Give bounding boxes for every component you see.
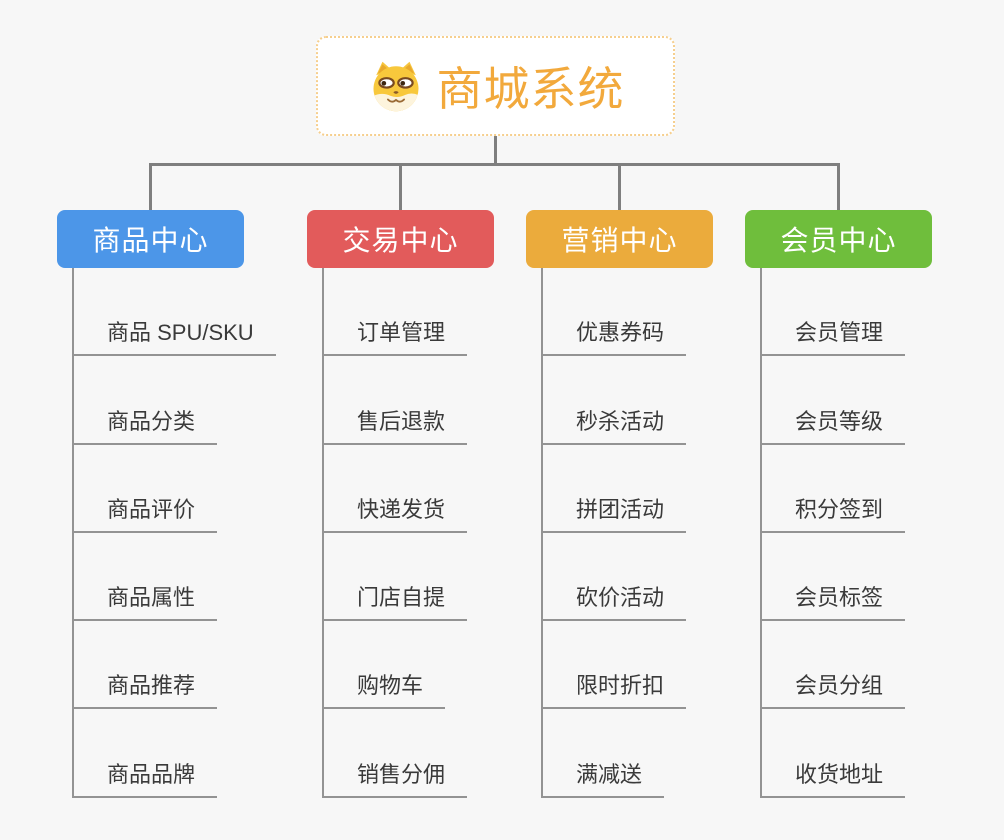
child-node[interactable]: 门店自提 <box>324 533 468 622</box>
child-node[interactable]: 会员标签 <box>762 533 906 622</box>
child-node[interactable]: 商品属性 <box>74 533 218 622</box>
child-node[interactable]: 售后退款 <box>324 356 468 445</box>
branch-trade: 交易中心 订单管理 售后退款 快递发货 门店自提 购物车 销售分佣 <box>307 210 494 798</box>
child-node[interactable]: 优惠券码 <box>543 268 687 357</box>
branch-label: 商品中心 <box>92 225 209 256</box>
child-node[interactable]: 商品推荐 <box>74 621 218 710</box>
child-node[interactable]: 会员管理 <box>762 268 906 357</box>
branch-children-products: 商品 SPU/SKU 商品分类 商品评价 商品属性 商品推荐 商品品牌 <box>72 268 276 798</box>
connector-drop-member <box>837 163 840 210</box>
child-node[interactable]: 购物车 <box>324 621 446 710</box>
connector-root-trunk <box>494 135 497 164</box>
child-node[interactable]: 订单管理 <box>324 268 468 357</box>
child-node[interactable]: 会员分组 <box>762 621 906 710</box>
branch-children-member: 会员管理 会员等级 积分签到 会员标签 会员分组 收货地址 <box>760 268 906 798</box>
branch-marketing: 营销中心 优惠券码 秒杀活动 拼团活动 砍价活动 限时折扣 满减送 <box>526 210 713 798</box>
connector-drop-marketing <box>618 163 621 210</box>
connector-drop-products <box>149 163 152 210</box>
root-node[interactable]: 商城系统 <box>316 36 675 136</box>
branch-label: 交易中心 <box>342 225 459 256</box>
child-node[interactable]: 拼团活动 <box>543 445 687 533</box>
child-node[interactable]: 商品品牌 <box>74 709 218 798</box>
connector-drop-trade <box>399 163 402 210</box>
doge-face-icon <box>373 61 418 112</box>
branch-member: 会员中心 会员管理 会员等级 积分签到 会员标签 会员分组 收货地址 <box>745 210 932 798</box>
branch-children-marketing: 优惠券码 秒杀活动 拼团活动 砍价活动 限时折扣 满减送 <box>541 268 687 798</box>
branch-header-member[interactable]: 会员中心 <box>745 210 932 268</box>
branch-label: 营销中心 <box>561 225 678 256</box>
child-node[interactable]: 商品评价 <box>74 445 218 533</box>
child-node[interactable]: 销售分佣 <box>324 709 468 798</box>
branch-children-trade: 订单管理 售后退款 快递发货 门店自提 购物车 销售分佣 <box>322 268 468 798</box>
child-node[interactable]: 商品 SPU/SKU <box>74 268 276 357</box>
child-node[interactable]: 收货地址 <box>762 709 906 798</box>
child-node[interactable]: 积分签到 <box>762 445 906 533</box>
branch-label: 会员中心 <box>780 225 897 256</box>
branch-header-trade[interactable]: 交易中心 <box>307 210 494 268</box>
branch-header-products[interactable]: 商品中心 <box>57 210 244 268</box>
child-node[interactable]: 秒杀活动 <box>543 356 687 445</box>
branch-products: 商品中心 商品 SPU/SKU 商品分类 商品评价 商品属性 商品推荐 商品品牌 <box>57 210 276 798</box>
child-node[interactable]: 商品分类 <box>74 356 218 445</box>
root-title: 商城系统 <box>436 63 625 115</box>
branch-header-marketing[interactable]: 营销中心 <box>526 210 713 268</box>
connector-horizontal-bar <box>149 163 840 166</box>
child-node[interactable]: 满减送 <box>543 709 665 798</box>
child-node[interactable]: 砍价活动 <box>543 533 687 622</box>
child-node[interactable]: 限时折扣 <box>543 621 687 710</box>
child-node[interactable]: 快递发货 <box>324 445 468 533</box>
child-node[interactable]: 会员等级 <box>762 356 906 445</box>
